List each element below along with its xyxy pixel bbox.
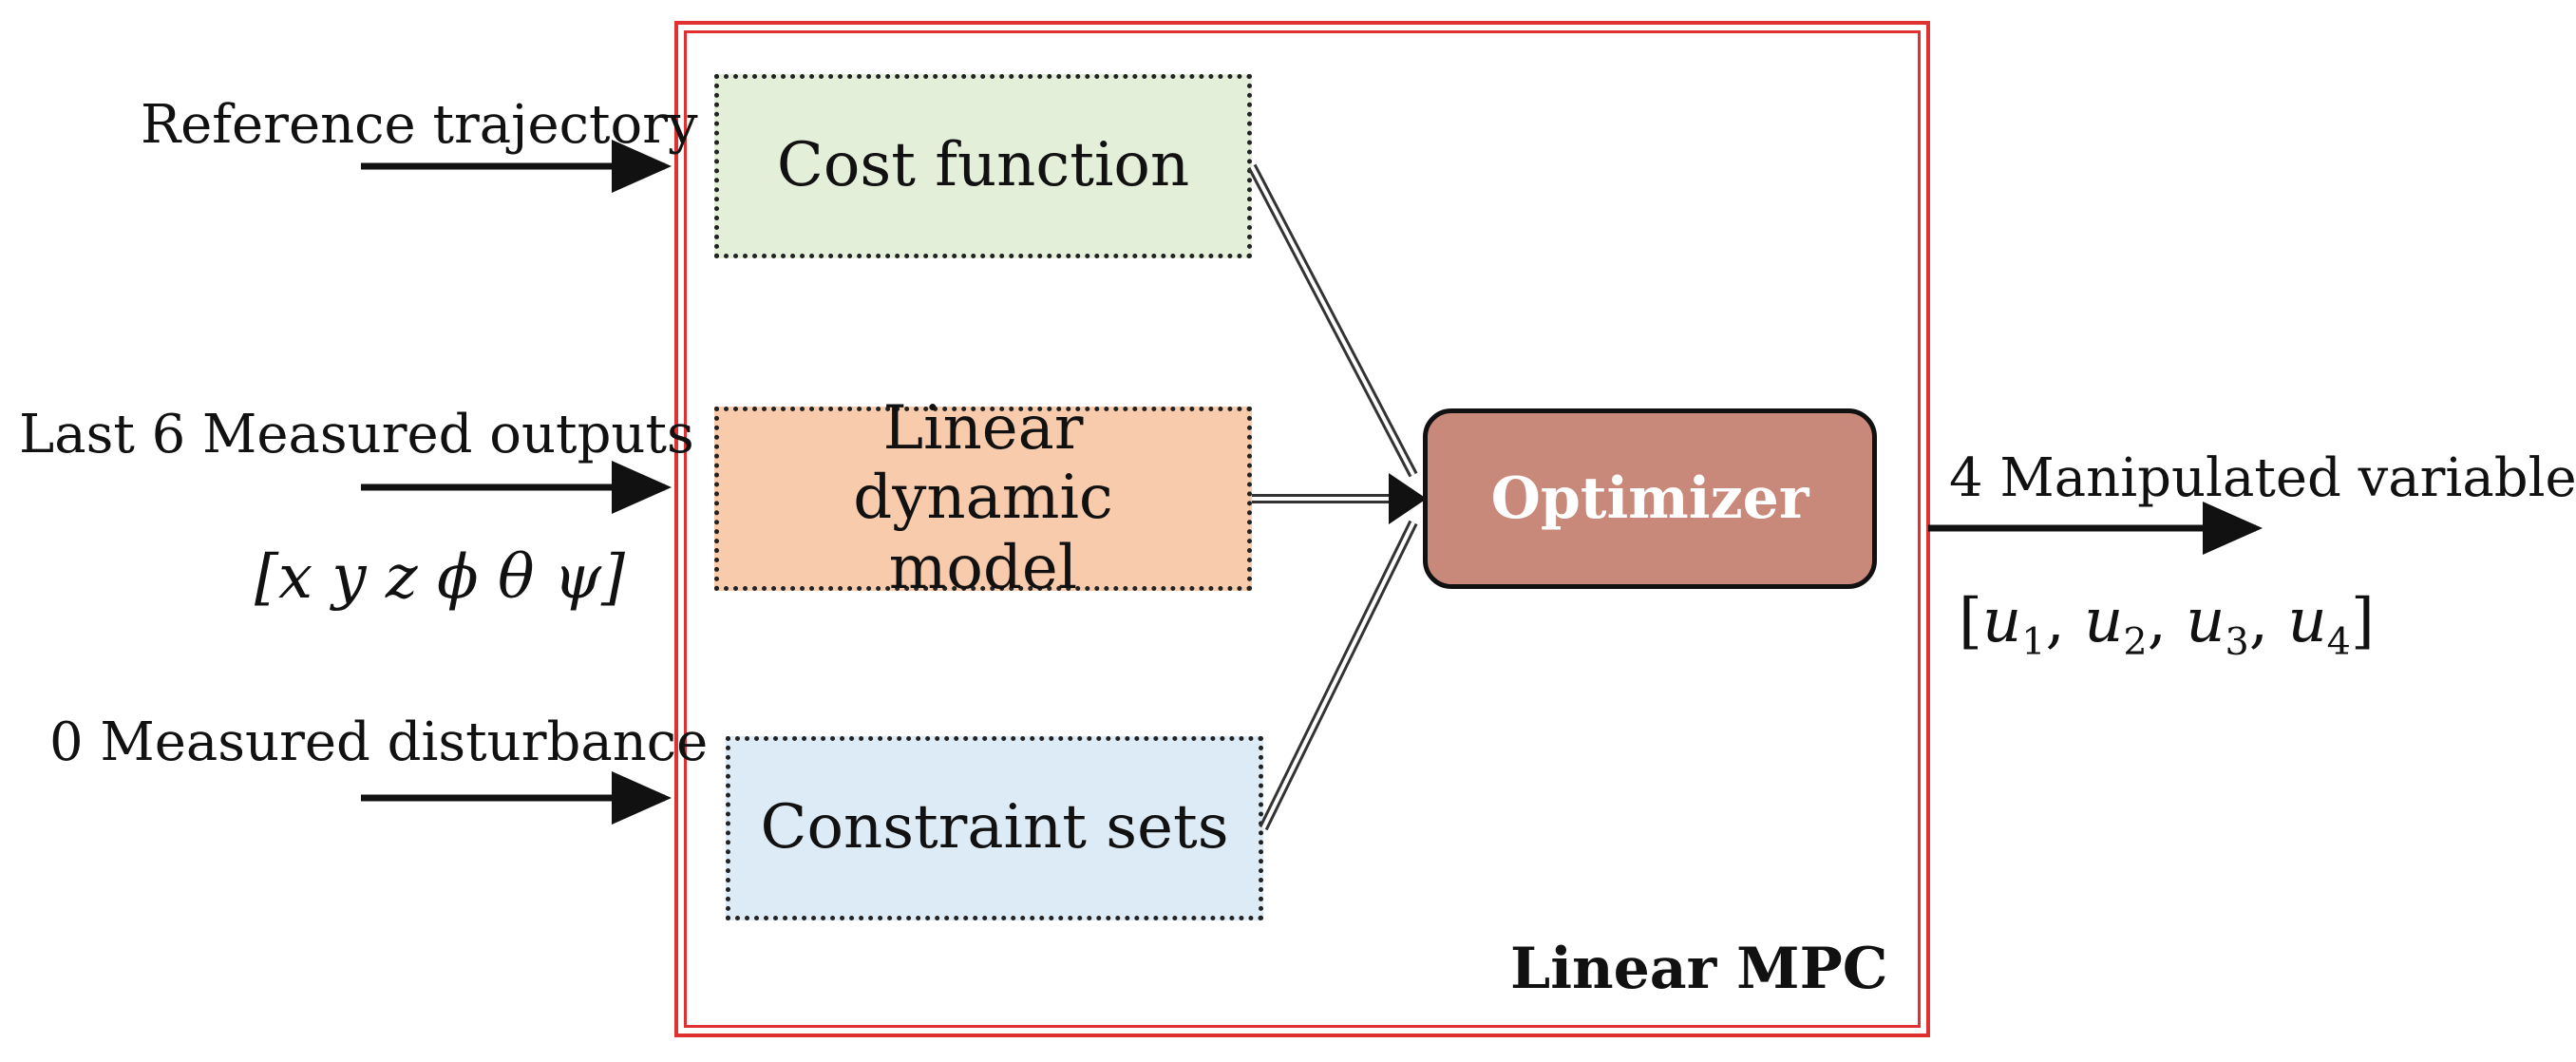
linear-mpc-frame-inner <box>684 30 1921 1028</box>
arrow-cost-to-optimizer <box>1247 163 1418 478</box>
measured-outputs-vector: [x y z ϕ θ ψ] <box>255 542 625 613</box>
linear-dynamic-model-label: Linear dynamic model <box>853 392 1113 603</box>
arrow-constraints-to-optimizer <box>1259 520 1418 831</box>
constraint-sets-block: Constraint sets <box>726 736 1263 920</box>
input-label-measured-disturbance: 0 Measured disturbance <box>49 711 709 773</box>
optimizer-label: Optimizer <box>1490 465 1809 532</box>
input-label-measured-outputs: Last 6 Measured outputs <box>19 404 694 465</box>
linear-mpc-title: Linear MPC <box>1510 936 1888 1002</box>
output-label-manipulated-variables: 4 Manipulated variables <box>1949 447 2576 509</box>
cost-function-block: Cost function <box>714 74 1252 258</box>
manipulated-variables-vector: [u1, u2, u3, u4] <box>1959 586 2375 664</box>
linear-dynamic-model-block: Linear dynamic model <box>714 393 1252 603</box>
input-label-reference-trajectory: Reference trajectory <box>141 94 698 156</box>
cost-function-label: Cost function <box>776 130 1190 201</box>
constraint-sets-label: Constraint sets <box>760 792 1229 863</box>
optimizer-arrowhead <box>1389 473 1427 524</box>
